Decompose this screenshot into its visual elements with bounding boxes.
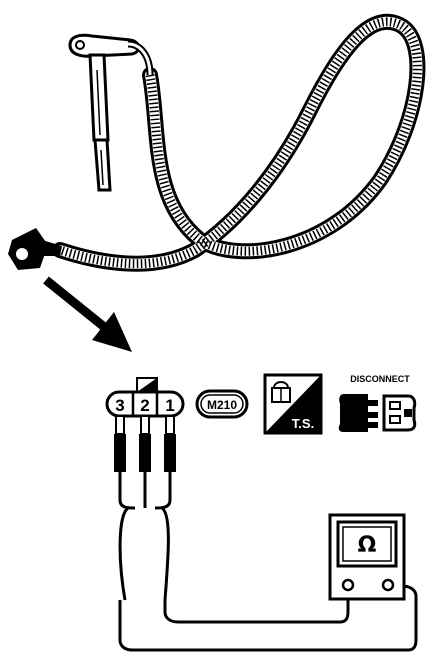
pin-number-2: 2 [140,396,149,415]
harness-box-icon [271,381,291,403]
connector-pin-block: 3 2 1 [105,377,185,418]
meter-terminal-right [381,578,395,592]
sensor-connector [8,228,62,270]
sensor-harness-cable [52,13,426,272]
pointer-arrow [43,276,132,352]
disconnect-label: DISCONNECT [350,374,410,384]
test-leads [114,415,418,652]
connector-code-badge: M210 [195,389,249,419]
connector-code: M210 [207,398,237,412]
test-lead-negative [118,584,418,652]
meter-terminal-left [341,578,355,592]
ts-label: T.S. [292,416,314,431]
test-lead-positive [163,590,350,624]
sensor-probe [88,53,112,192]
pin-number-3: 3 [115,396,124,415]
ohmmeter: Ω [328,513,406,601]
disconnect-symbol: DISCONNECT [338,374,417,432]
disconnect-icon [338,394,417,432]
ts-badge: T.S. [263,373,323,435]
ohm-symbol: Ω [358,533,377,558]
pin-number-1: 1 [165,396,174,415]
sensor-assembly [8,13,426,272]
